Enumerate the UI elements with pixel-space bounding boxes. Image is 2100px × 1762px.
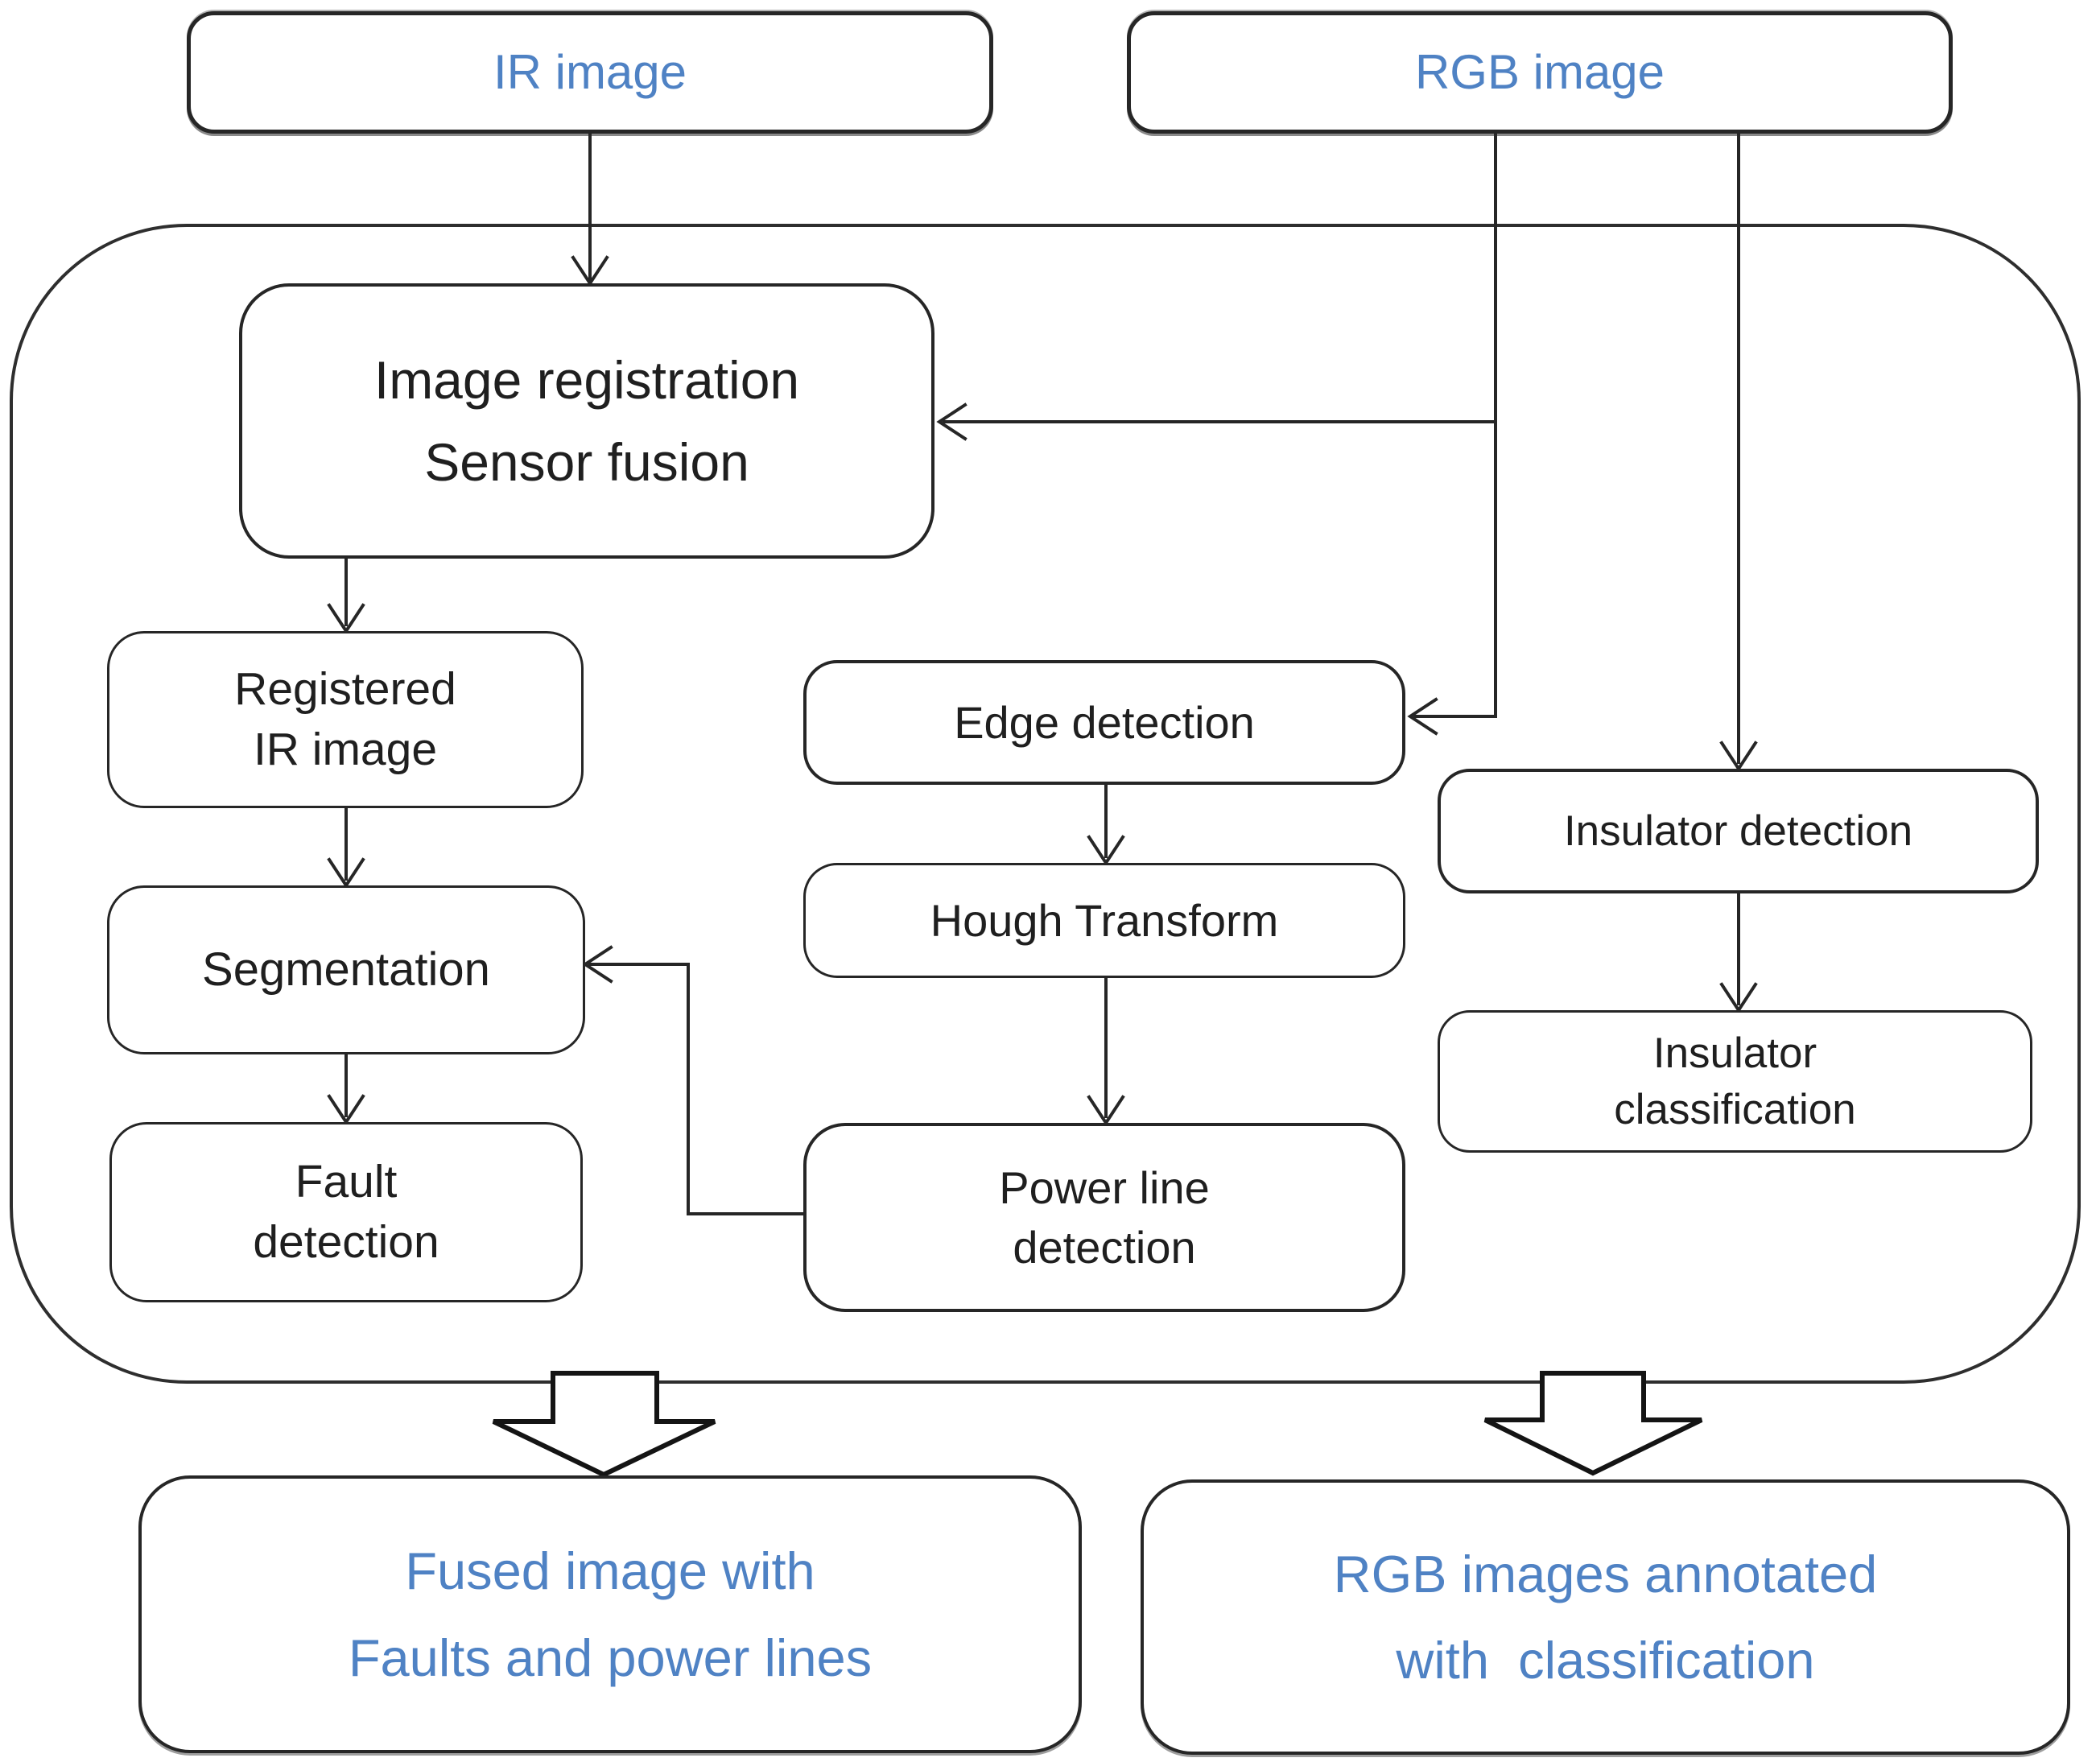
- node-annotated-output-line2: with classification: [1396, 1631, 1815, 1690]
- node-annotated-rgb-output: RGB images annotated with classification: [1141, 1479, 2070, 1755]
- arrowhead-powerline-to-segmentation: [582, 945, 613, 984]
- node-power-line-line1: Power line: [999, 1162, 1210, 1213]
- processing-container-outline: [10, 224, 2081, 1384]
- arrowhead-rgb-to-edge: [1407, 697, 1438, 736]
- node-registered-ir-line1: Registered: [234, 662, 456, 715]
- node-image-registration-line1: Image registration: [373, 349, 800, 410]
- node-ir-image: IR image: [187, 11, 993, 134]
- node-fault-detection-line1: Fault: [295, 1155, 398, 1207]
- node-annotated-output-line1: RGB images annotated: [1333, 1544, 1878, 1603]
- node-insulator-detection: Insulator detection: [1438, 769, 2039, 893]
- arrowhead-rgb-to-registration: [936, 402, 967, 441]
- node-power-line-detection: Power line detection: [803, 1123, 1405, 1312]
- node-fault-detection-line2: detection: [253, 1216, 439, 1268]
- node-fault-detection: Fault detection: [109, 1122, 583, 1302]
- block-arrow-annotated: [1483, 1371, 1703, 1476]
- node-power-line-line2: detection: [1013, 1221, 1196, 1273]
- arrow-rgb-to-edge: [1413, 134, 1497, 718]
- node-image-registration: Image registration Sensor fusion: [239, 283, 934, 559]
- node-registered-ir-image: Registered IR image: [107, 631, 584, 808]
- node-registered-ir-line2: IR image: [253, 724, 438, 775]
- node-hough-transform-label: Hough Transform: [930, 894, 1279, 946]
- node-segmentation: Segmentation: [107, 885, 585, 1054]
- node-insulator-classification-line2: classification: [1614, 1085, 1856, 1133]
- node-fused-output-line2: Faults and power lines: [348, 1628, 873, 1687]
- node-hough-transform: Hough Transform: [803, 863, 1405, 978]
- node-insulator-classification-line1: Insulator: [1652, 1029, 1817, 1077]
- arrow-powerline-to-segmentation: [588, 963, 805, 1215]
- node-insulator-classification: Insulator classification: [1438, 1010, 2032, 1153]
- node-image-registration-line2: Sensor fusion: [424, 432, 749, 492]
- node-rgb-image-label: RGB image: [1414, 45, 1665, 100]
- node-edge-detection-label: Edge detection: [954, 696, 1255, 748]
- block-arrow-fused: [492, 1371, 716, 1478]
- block-arrows: [492, 1371, 1703, 1478]
- node-fused-output-line1: Fused image with: [405, 1541, 815, 1601]
- node-segmentation-label: Segmentation: [202, 943, 490, 996]
- node-rgb-image: RGB image: [1127, 11, 1953, 134]
- node-fused-image-output: Fused image with Faults and power lines: [138, 1475, 1082, 1753]
- node-edge-detection: Edge detection: [803, 660, 1405, 785]
- arrow-connectors: [327, 134, 1758, 1215]
- node-ir-image-label: IR image: [493, 45, 687, 100]
- node-insulator-detection-label: Insulator detection: [1563, 807, 1913, 855]
